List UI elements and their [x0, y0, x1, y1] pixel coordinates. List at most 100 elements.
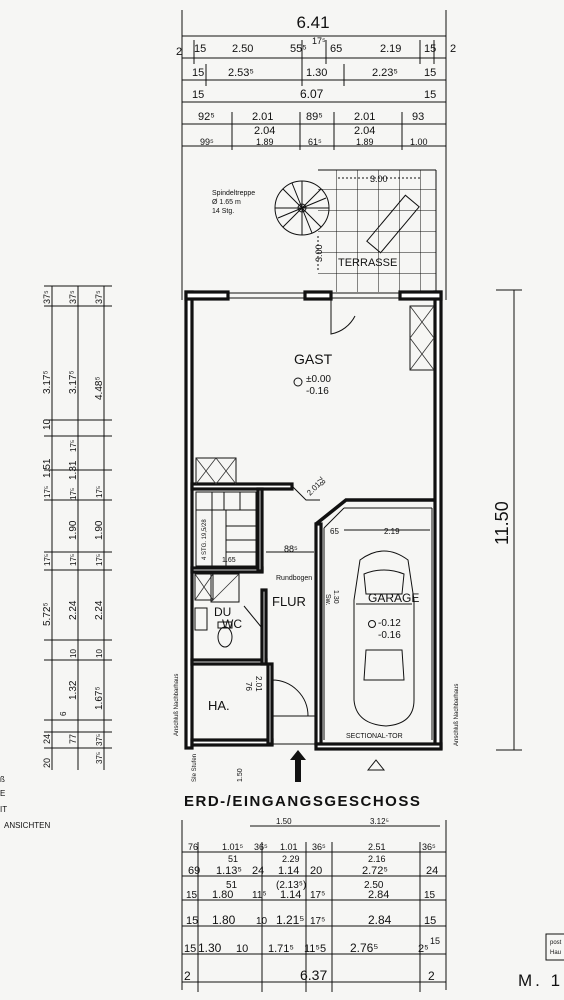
top-dim-a: 2 [176, 46, 182, 58]
label-sw-dim2: 1.50 [237, 768, 244, 782]
top2-dim-b: 2.53⁵ [228, 67, 254, 79]
label-sw-dim: 1.30 [332, 590, 339, 604]
dim-219: 2.19 [384, 527, 400, 536]
b3-g: 15 [424, 890, 436, 901]
top2-dim-a: 15 [192, 67, 204, 79]
stair-note-small: 4 STG. 19,5/28 [202, 519, 208, 560]
dim-65: 65 [330, 527, 339, 536]
b4-g: 15 [424, 915, 436, 927]
b6-a: 2 [184, 969, 191, 983]
top-dimension-chain: 6.41 2 15 2.50 55⁵ 17⁵ 65 2.19 15 2 15 2… [176, 10, 456, 300]
b1b-a: 51 [228, 854, 238, 864]
top5-dim-e: 1.00 [410, 137, 428, 147]
top3-dim-c: 15 [424, 89, 436, 101]
b2b-c: 2.50 [364, 880, 384, 891]
b5-c: 10 [236, 943, 248, 955]
left1-a: 37⁵ [42, 290, 52, 304]
legend-2: E [0, 789, 5, 798]
top-total-dim: 6.41 [296, 13, 329, 32]
terrace-area: 3.00 3.00 TERRASSE Spindeltreppe Ø 1.65 … [212, 169, 437, 292]
legend-3: IT [0, 805, 7, 814]
top-dim-i: 2 [450, 43, 456, 55]
left3-f: 2.24 [94, 600, 105, 620]
b3-c: 11⁵ [252, 890, 267, 901]
left1-g: 5.72⁵ [42, 602, 53, 626]
interior-stair: 1.65 4 STG. 19,5/28 [195, 491, 257, 567]
top4b-dim-a: 2.04 [254, 125, 275, 137]
b6-c: 2 [428, 969, 435, 983]
stair-small-dim: 1.65 [222, 557, 236, 564]
left2-c: 17⁵ [69, 440, 78, 452]
left1-b: 3.17⁵ [42, 370, 53, 394]
b1b-c: 2.16 [368, 854, 386, 864]
b3-a: 15 [186, 890, 198, 901]
top5-dim-c: 61⁵ [308, 137, 322, 147]
b5-g: 2.76⁵ [350, 941, 378, 955]
b1-f: 2.51 [368, 842, 386, 852]
top4-dim-e: 93 [412, 111, 424, 123]
left3-a: 37⁵ [94, 290, 104, 304]
left2-d: 1.31 [68, 460, 79, 480]
b3-b: 1.80 [212, 889, 233, 901]
b2-f: 2.72⁵ [362, 865, 388, 877]
b4-a: 15 [186, 915, 198, 927]
left3-c: 17⁵ [95, 486, 104, 498]
b3-f: 2.84 [368, 889, 389, 901]
b2-d: 1.14 [278, 865, 299, 877]
left3-e: 17⁵ [95, 554, 104, 566]
b1-d: 1.01 [280, 842, 298, 852]
top3-dim-a: 15 [192, 89, 204, 101]
b2-c: 24 [252, 865, 264, 877]
room-label-flur: FLUR [272, 594, 306, 609]
b2-b: 1.13⁵ [216, 865, 242, 877]
b5-h: 2⁵ [418, 943, 429, 955]
b4-d: 1.21⁵ [276, 913, 304, 927]
garage-level-2: -0.16 [378, 630, 401, 641]
left1-j: 77 [68, 734, 78, 744]
b1-e: 36⁵ [312, 842, 326, 852]
room-label-garage: GARAGE [368, 591, 419, 605]
left2-l: 37⁵ [95, 734, 104, 746]
b1-c: 36⁵ [254, 842, 268, 852]
top4-dim-a: 92⁵ [198, 111, 215, 123]
b4-e: 17⁵ [310, 916, 325, 927]
top-dim-h: 15 [424, 43, 436, 55]
b5-d: 1.71⁵ [268, 943, 294, 955]
legend-4: ANSICHTEN [4, 821, 50, 830]
stair-note-1: Spindeltreppe [212, 190, 255, 197]
left3-b: 4.48⁵ [94, 376, 105, 400]
room-label-gast: GAST [294, 351, 333, 367]
left3-i: 37⁵ [95, 752, 104, 764]
top-dim-f: 65 [330, 43, 342, 55]
left1-f: 17⁵ [43, 554, 52, 566]
b2b-a: 51 [226, 880, 238, 891]
right-total-dim: 11.50 [492, 501, 512, 545]
top2-dim-d: 2.23⁵ [372, 67, 398, 79]
building-walls [184, 290, 443, 751]
b4-b: 1.80 [212, 913, 236, 927]
b2b-b: (2.13⁵) [276, 880, 306, 891]
label-anschluss-right: Anschluß Nachbarhaus [454, 684, 460, 746]
stair-note-3: 14 Stg. [212, 208, 234, 215]
stair-note-2: Ø 1.65 m [212, 199, 241, 206]
top2-dim-c: 1.30 [306, 67, 327, 79]
right-dimension: 11.50 [492, 289, 522, 751]
left2-a: 37⁵ [68, 290, 78, 304]
label-rundbogen: Rundbogen [276, 575, 312, 582]
top-dim-g: 2.19 [380, 43, 401, 55]
bathroom-fixtures [194, 605, 263, 648]
b4-f: 2.84 [368, 913, 392, 927]
corner-note-2: Hau [550, 950, 561, 956]
garage-level-1: -0.12 [378, 618, 401, 629]
terrace-dim-v: 3.00 [314, 244, 324, 262]
left1-c: 10 [42, 418, 53, 430]
room-label-ha: HA. [208, 698, 230, 713]
top4-dim-c: 89⁵ [306, 111, 323, 123]
left2-h: 2.24 [68, 600, 79, 620]
b2-a: 69 [188, 865, 200, 877]
label-stufen: SIe Stufen [192, 754, 198, 782]
top4-dim-d: 2.01 [354, 111, 375, 123]
b6-b: 6.37 [300, 967, 327, 983]
top5-dim-b: 1.89 [256, 137, 274, 147]
